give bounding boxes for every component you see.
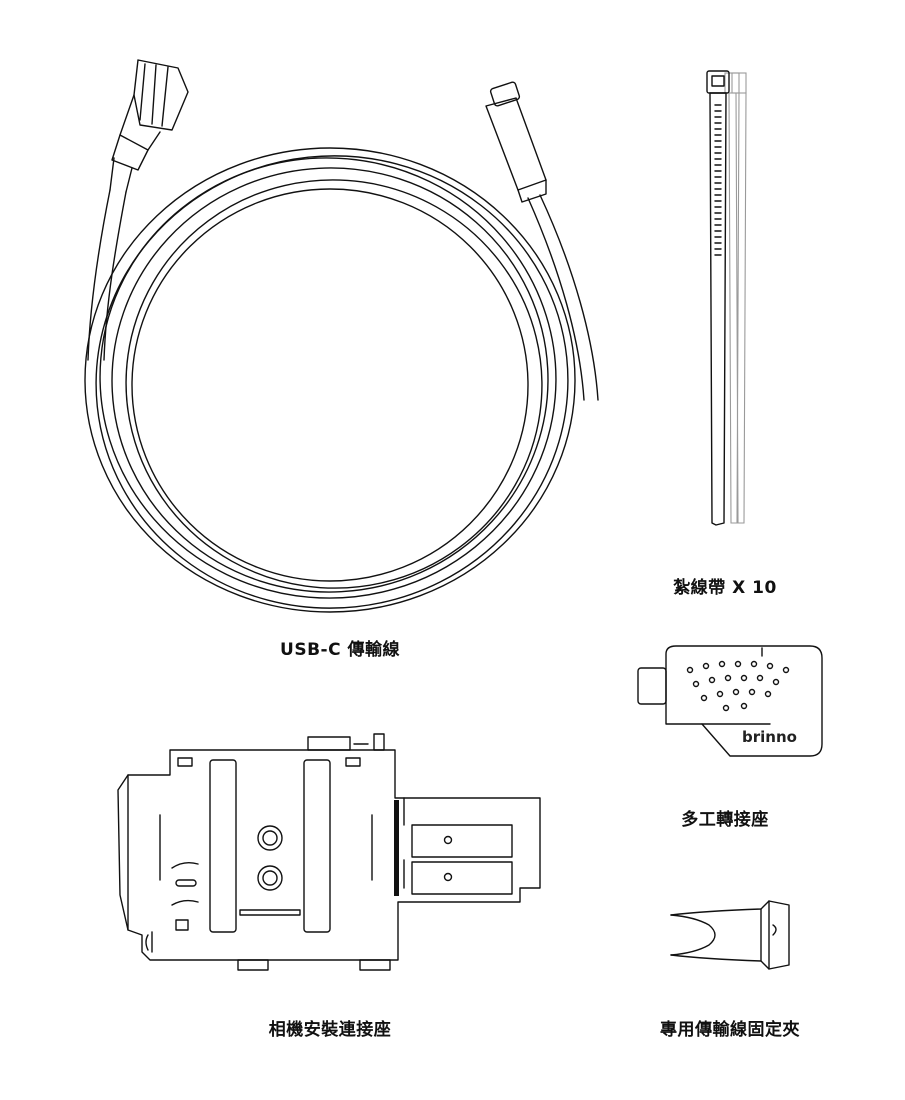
brinno-logo: brinno — [742, 728, 797, 746]
cable-clip-illustration — [665, 895, 795, 975]
cable-ties-illustration — [690, 65, 760, 535]
cable-clip-label: 專用傳輸線固定夾 — [660, 1020, 800, 1040]
camera-mount-illustration — [110, 720, 550, 975]
usb-cable-label: USB-C 傳輸線 — [280, 640, 400, 660]
camera-mount-label: 相機安裝連接座 — [268, 1020, 392, 1040]
usb-cable-illustration — [60, 40, 600, 630]
adapter-illustration: brinno — [630, 640, 830, 765]
cable-ties-label: 紮線帶 X 10 — [673, 578, 777, 598]
adapter-label: 多工轉接座 — [681, 810, 769, 830]
